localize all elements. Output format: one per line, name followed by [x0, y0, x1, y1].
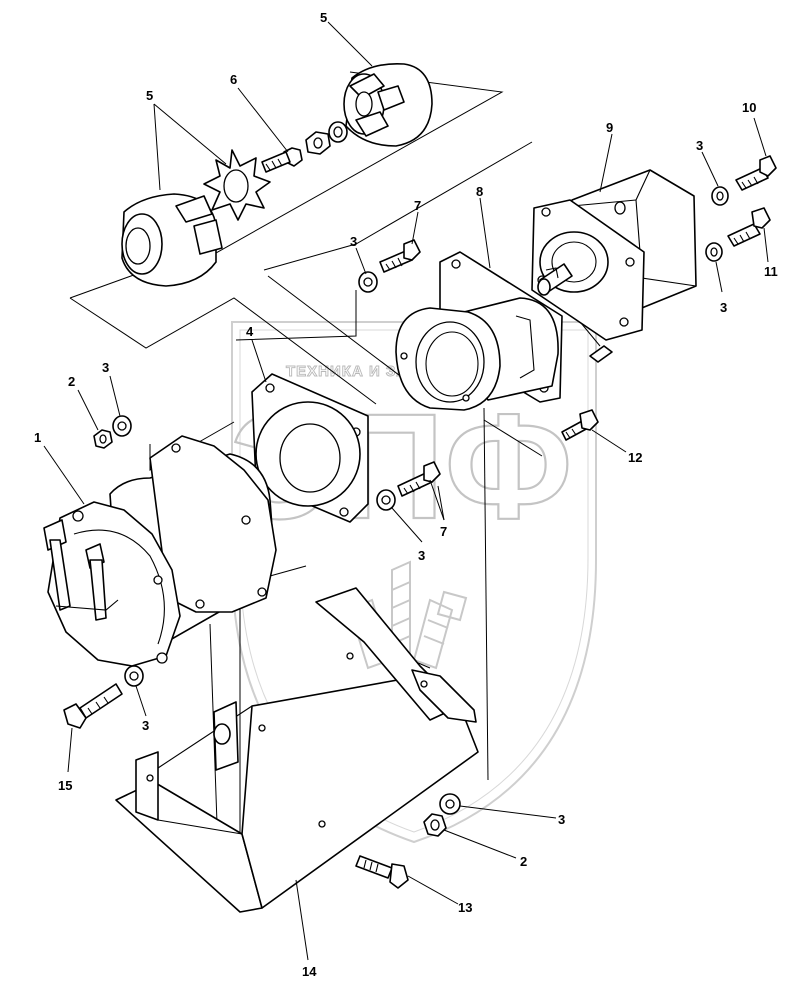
motor-mounting-flange — [251, 373, 369, 523]
coupling-half-lower — [121, 193, 223, 287]
flange-bolt-upper — [379, 239, 421, 273]
callout-5-lower: 5 — [146, 88, 153, 103]
hydraulic-motor — [43, 435, 277, 667]
pump-bolt-upper — [735, 155, 777, 191]
callout-2-lower: 2 — [520, 854, 527, 869]
callout-3-bracket: 3 — [558, 812, 565, 827]
hub-nut-washer-set — [283, 121, 348, 167]
pump-bolt-lower — [727, 207, 771, 247]
callout-2-upper: 2 — [68, 374, 75, 389]
callout-3-motor-lower: 3 — [142, 718, 149, 733]
motor-nut — [93, 429, 113, 449]
flange-washer-upper — [358, 271, 378, 293]
callout-9: 9 — [606, 120, 613, 135]
callout-3-flange-lower: 3 — [418, 548, 425, 563]
adapter-bolt — [561, 409, 599, 441]
callout-10: 10 — [742, 100, 756, 115]
callout-4: 4 — [246, 324, 254, 339]
callout-8: 8 — [476, 184, 483, 199]
bracket-washer — [439, 793, 461, 815]
callout-3-motor-upper: 3 — [102, 360, 109, 375]
callout-13: 13 — [458, 900, 472, 915]
callout-15: 15 — [58, 778, 72, 793]
callout-1: 1 — [34, 430, 41, 445]
watermark-shield-inner — [239, 329, 589, 833]
callout-6: 6 — [230, 72, 237, 87]
callout-labels: 1 2 2 3 3 3 3 3 3 3 4 5 5 6 7 7 8 9 10 1… — [34, 10, 778, 979]
callout-3-flange-upper: 3 — [350, 234, 357, 249]
flange-bolt-lower — [397, 461, 441, 497]
motor-bolt — [63, 683, 123, 729]
watermark-shield-outline — [231, 321, 597, 844]
leader-lines — [43, 21, 769, 961]
hub-set-screw — [261, 151, 291, 173]
motor-washer-upper — [112, 415, 132, 437]
callout-3-pump-upper: 3 — [696, 138, 703, 153]
adapter-ring — [395, 307, 501, 411]
hydraulic-pump — [531, 169, 697, 341]
bracket-bolt — [355, 855, 409, 889]
pump-washer-lower — [705, 242, 723, 262]
bracket-nut — [423, 813, 447, 837]
callout-12: 12 — [628, 450, 642, 465]
mounting-bracket — [115, 587, 479, 913]
callout-14: 14 — [302, 964, 317, 979]
coupling-half-upper — [343, 62, 433, 147]
callout-11: 11 — [764, 264, 778, 279]
shaft-key — [589, 345, 613, 363]
motor-washer-lower — [124, 665, 144, 687]
coupling-spider — [203, 149, 271, 221]
callout-3-pump-lower: 3 — [720, 300, 727, 315]
flange-washer-lower — [376, 489, 396, 511]
callout-5-upper: 5 — [320, 10, 327, 25]
callout-7-upper: 7 — [414, 198, 421, 213]
callout-7-lower: 7 — [440, 524, 447, 539]
pump-washer-upper — [711, 186, 729, 206]
